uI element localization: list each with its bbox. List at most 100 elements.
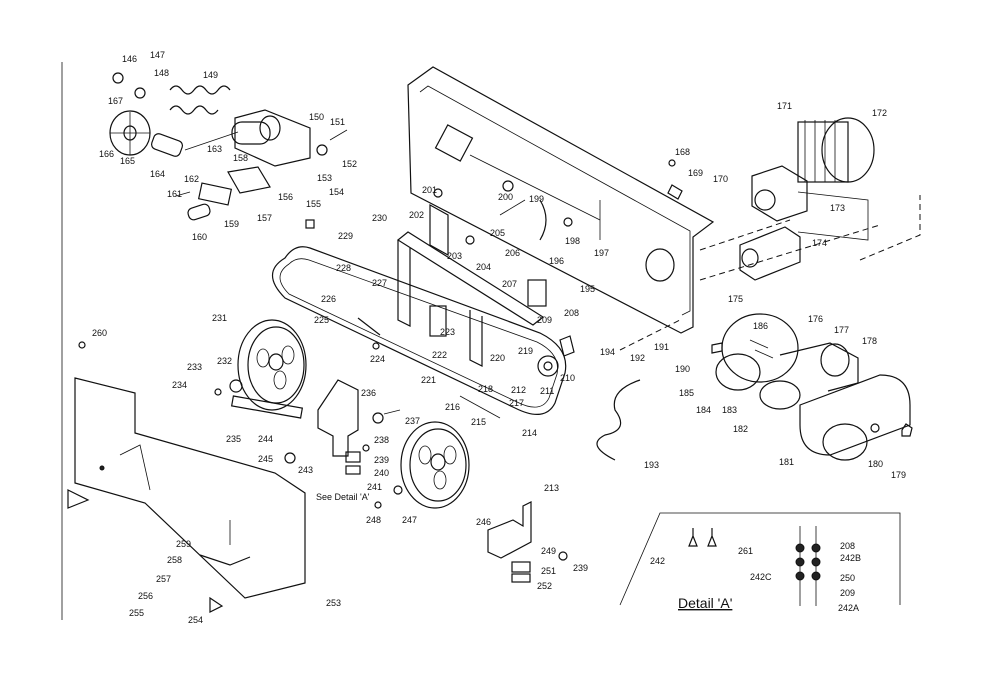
part-label: 227 [372, 278, 387, 288]
part-label: 259 [176, 539, 191, 549]
part-label: 200 [498, 192, 513, 202]
part-label: 219 [518, 346, 533, 356]
part-label: 195 [580, 284, 595, 294]
part-label: 177 [834, 325, 849, 335]
part-label: 214 [522, 428, 537, 438]
coil-spring [596, 379, 641, 461]
part-label: 209 [840, 588, 855, 598]
part-label: 228 [336, 263, 351, 273]
part-label: 162 [184, 174, 199, 184]
part-label: 203 [447, 251, 462, 261]
motor-gearbox [739, 117, 875, 281]
part-label: 222 [432, 350, 447, 360]
part-label: 148 [154, 68, 169, 78]
part-label: 217 [509, 398, 524, 408]
part-label: 235 [226, 434, 241, 444]
part-label: 209 [537, 315, 552, 325]
part-label: 234 [172, 380, 187, 390]
part-label: 179 [891, 470, 906, 480]
part-label: 218 [478, 384, 493, 394]
part-label: 155 [306, 199, 321, 209]
part-label: 167 [108, 96, 123, 106]
part-label: 184 [696, 405, 711, 415]
vise-assembly [109, 72, 348, 229]
part-label: 208 [564, 308, 579, 318]
part-label: 174 [812, 238, 827, 248]
detail-a-title: Detail 'A' [678, 595, 732, 611]
part-label: 207 [502, 279, 517, 289]
idler-wheel-lower [374, 421, 470, 509]
part-label: 166 [99, 149, 114, 159]
part-label: 233 [187, 362, 202, 372]
part-label: 213 [544, 483, 559, 493]
part-label: 260 [92, 328, 107, 338]
part-label: 220 [490, 353, 505, 363]
belt-drive [711, 313, 913, 461]
part-label: 221 [421, 375, 436, 385]
part-label: 196 [549, 256, 564, 266]
part-label: 240 [374, 468, 389, 478]
part-label: 201 [422, 185, 437, 195]
part-label: 258 [167, 555, 182, 565]
part-label: 185 [679, 388, 694, 398]
part-label: 194 [600, 347, 615, 357]
part-label: 236 [361, 388, 376, 398]
part-label: 226 [321, 294, 336, 304]
part-label: 239 [374, 455, 389, 465]
part-label: 172 [872, 108, 887, 118]
part-label: 202 [409, 210, 424, 220]
part-label: 254 [188, 615, 203, 625]
part-label: 242B [840, 553, 861, 563]
part-labels: 146 147 148 149 150 151 152 153 154 155 … [92, 50, 906, 625]
part-label: 182 [733, 424, 748, 434]
part-label: 161 [167, 189, 182, 199]
part-label: 149 [203, 70, 218, 80]
part-label: 249 [541, 546, 556, 556]
part-label: 245 [258, 454, 273, 464]
part-label: 152 [342, 159, 357, 169]
part-label: 261 [738, 546, 753, 556]
part-label: 206 [505, 248, 520, 258]
part-label: 169 [688, 168, 703, 178]
part-label: 247 [402, 515, 417, 525]
part-label: 242 [650, 556, 665, 566]
part-label: 157 [257, 213, 272, 223]
part-label: 205 [490, 228, 505, 238]
wheel-bracket [230, 379, 401, 475]
part-label: 163 [207, 144, 222, 154]
saw-blade [271, 246, 567, 415]
part-label: 183 [722, 405, 737, 415]
part-label: 193 [644, 460, 659, 470]
part-label: 146 [122, 54, 137, 64]
part-label: 176 [808, 314, 823, 324]
part-label: 232 [217, 356, 232, 366]
part-label: 147 [150, 50, 165, 60]
part-label: 159 [224, 219, 239, 229]
part-label: 160 [192, 232, 207, 242]
part-label: 256 [138, 591, 153, 601]
part-label: 150 [309, 112, 324, 122]
part-label: 178 [862, 336, 877, 346]
part-label: 204 [476, 262, 491, 272]
lower-blade-guide [487, 501, 568, 583]
saw-bow-frame [407, 66, 715, 334]
part-label: 231 [212, 313, 227, 323]
part-label: 238 [374, 435, 389, 445]
part-label: 190 [675, 364, 690, 374]
see-detail-note: See Detail 'A' [316, 492, 370, 502]
blade-guide-bracket [357, 231, 575, 419]
part-label: 158 [233, 153, 248, 163]
part-label: 197 [594, 248, 609, 258]
part-label: 154 [329, 187, 344, 197]
part-label: 223 [440, 327, 455, 337]
part-label: 171 [777, 101, 792, 111]
part-label: 199 [529, 194, 544, 204]
part-label: 173 [830, 203, 845, 213]
part-label: 239 [573, 563, 588, 573]
part-label: 230 [372, 213, 387, 223]
part-label: 156 [278, 192, 293, 202]
part-label: 216 [445, 402, 460, 412]
part-label: 225 [314, 315, 329, 325]
part-label: 165 [120, 156, 135, 166]
detail-a-frame: Detail 'A' [619, 512, 901, 611]
